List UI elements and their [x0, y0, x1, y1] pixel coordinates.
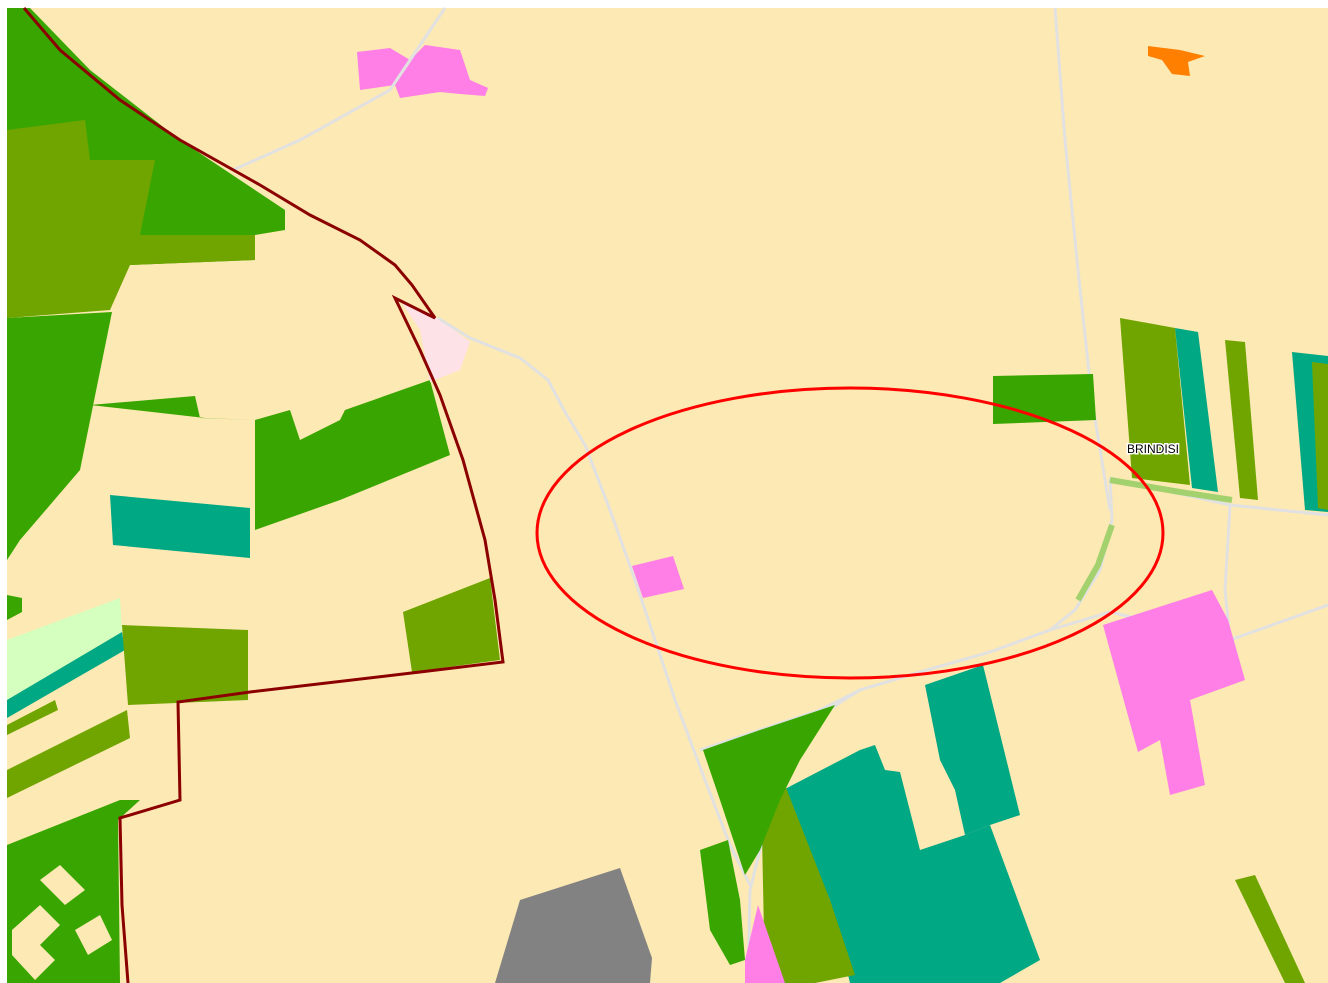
gray-patch-s — [495, 868, 652, 983]
green-road-east — [1109, 477, 1233, 503]
teal-patch-se1 — [925, 665, 1020, 835]
pink-patch-se — [1103, 590, 1245, 795]
light-pink-patch — [400, 300, 470, 382]
road-nw — [232, 7, 447, 172]
land-clearing-sw3 — [75, 915, 112, 955]
teal-patch-se2 — [783, 745, 1040, 983]
road-east-curve — [1049, 477, 1114, 632]
olive-strip-e1 — [1120, 318, 1190, 485]
teal-strip-e1 — [1175, 328, 1218, 492]
pink-patch-center — [632, 556, 684, 598]
olive-patch-boundary — [403, 578, 500, 672]
forest-patch-center-e — [993, 374, 1096, 424]
forest-patch-w — [7, 312, 112, 560]
road-east-north — [1053, 7, 1112, 511]
pale-green-strip — [7, 598, 122, 700]
olive-patch-sw — [122, 625, 248, 705]
forest-patch-s — [703, 705, 835, 875]
place-label-brindisi: BRINDISI — [1127, 442, 1179, 456]
highlight-ellipse — [535, 386, 1165, 680]
forest-strip-w — [7, 595, 22, 620]
green-road-curve — [1075, 524, 1115, 602]
land-clearing-sw1 — [12, 905, 60, 980]
teal-patch-w — [110, 495, 250, 558]
forest-patch-s2 — [700, 840, 745, 965]
administrative-boundary — [22, 7, 505, 983]
road-east-loop — [1223, 504, 1328, 643]
land-clearing-sw2 — [40, 865, 85, 905]
olive-strip-e3 — [1312, 362, 1328, 510]
olive-patch-nw — [7, 120, 255, 318]
road-main-south — [437, 316, 752, 886]
pink-patch-s — [745, 905, 785, 983]
olive-strip-e2 — [1225, 340, 1258, 500]
teal-strip-w — [7, 632, 125, 718]
olive-strip-w2 — [7, 710, 130, 798]
olive-strip-se — [1235, 875, 1305, 983]
olive-patch-se — [762, 780, 855, 983]
olive-strip-w1 — [7, 700, 58, 735]
pink-patch-n — [357, 45, 488, 98]
forest-patch-center-w — [90, 380, 450, 530]
orange-patch-ne — [1148, 46, 1205, 76]
